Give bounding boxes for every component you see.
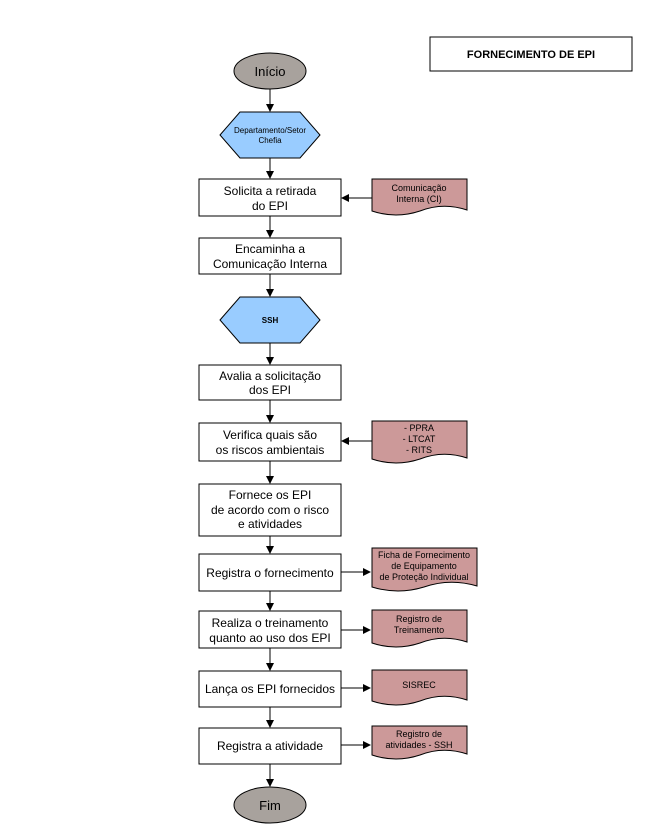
- step-realiza-treinamento: Realiza o treinamento quanto ao uso dos …: [198, 610, 342, 649]
- step-solicita-retirada: Solicita a retirada do EPI: [198, 178, 342, 217]
- start-terminal: Início: [233, 52, 307, 90]
- end-terminal: Fim: [233, 786, 307, 824]
- hexagon-ssh-label: SSH: [262, 316, 279, 325]
- step-encaminha-ci: Encaminha a Comunicação Interna: [198, 237, 342, 275]
- document-sisrec: SISREC: [371, 669, 468, 706]
- title-box: FORNECIMENTO DE EPI: [429, 36, 633, 72]
- step-lanca-epi: Lança os EPI fornecidos: [198, 670, 342, 708]
- document-registro-treinamento: Registro de Treinamento: [371, 609, 468, 648]
- document-1-line1: Comunicação: [391, 183, 446, 193]
- step-registra-fornecimento: Registra o fornecimento: [198, 553, 342, 592]
- start-label: Início: [254, 64, 285, 79]
- document-3-line3: de Proteção Individual: [379, 572, 468, 582]
- hexagon-departamento: Departamento/Setor Chefia: [219, 111, 321, 159]
- document-2-line3: - RITS: [406, 445, 432, 455]
- document-2-line1: - PPRA: [404, 423, 434, 433]
- document-2-line2: - LTCAT: [403, 434, 436, 444]
- hexagon-departamento-line2: Chefia: [258, 136, 282, 145]
- step-5-line3: e atividades: [238, 517, 302, 531]
- document-3-line1: Ficha de Fornecimento: [378, 550, 470, 560]
- step-9-line1: Registra a atividade: [217, 739, 323, 753]
- document-registro-atividades: Registro de atividades - SSH: [371, 725, 468, 760]
- diagram-title: FORNECIMENTO DE EPI: [467, 49, 595, 61]
- step-5-line2: de acordo com o risco: [211, 503, 329, 517]
- step-verifica-riscos: Verifica quais são os riscos ambientais: [198, 422, 342, 462]
- document-ficha-fornecimento: Ficha de Fornecimento de Equipamento de …: [371, 547, 478, 592]
- step-registra-atividade: Registra a atividade: [198, 727, 342, 765]
- document-5-line1: SISREC: [402, 680, 436, 690]
- step-1-line1: Solicita a retirada: [224, 184, 317, 198]
- step-7-line2: quanto ao uso dos EPI: [209, 631, 330, 645]
- step-1-line2: do EPI: [252, 199, 288, 213]
- document-4-line2: Treinamento: [394, 625, 444, 635]
- step-2-line1: Encaminha a: [235, 242, 305, 256]
- step-6-line1: Registra o fornecimento: [206, 566, 334, 580]
- document-4-line1: Registro de: [396, 614, 442, 624]
- step-7-line1: Realiza o treinamento: [212, 616, 329, 630]
- hexagon-departamento-line1: Departamento/Setor: [234, 126, 306, 135]
- step-fornece-epi: Fornece os EPI de acordo com o risco e a…: [198, 483, 342, 537]
- step-8-line1: Lança os EPI fornecidos: [205, 682, 335, 696]
- connectors: [266, 89, 372, 787]
- step-5-line1: Fornece os EPI: [229, 488, 312, 502]
- step-4-line1: Verifica quais são: [223, 428, 317, 442]
- document-1-line2: Interna (CI): [396, 194, 442, 204]
- document-3-line2: de Equipamento: [391, 561, 457, 571]
- document-6-line2: atividades - SSH: [385, 740, 452, 750]
- step-avalia-solicitacao: Avalia a solicitação dos EPI: [198, 364, 342, 401]
- end-label: Fim: [259, 798, 281, 813]
- step-3-line1: Avalia a solicitação: [219, 369, 321, 383]
- hexagon-ssh: SSH: [219, 296, 321, 344]
- document-6-line1: Registro de: [396, 729, 442, 739]
- step-2-line2: Comunicação Interna: [213, 257, 327, 271]
- document-ppra-ltcat-rits: - PPRA - LTCAT - RITS: [371, 420, 468, 464]
- step-4-line2: os riscos ambientais: [216, 443, 325, 457]
- document-comunicacao-interna: Comunicação Interna (CI): [371, 178, 468, 216]
- step-3-line2: dos EPI: [249, 383, 291, 397]
